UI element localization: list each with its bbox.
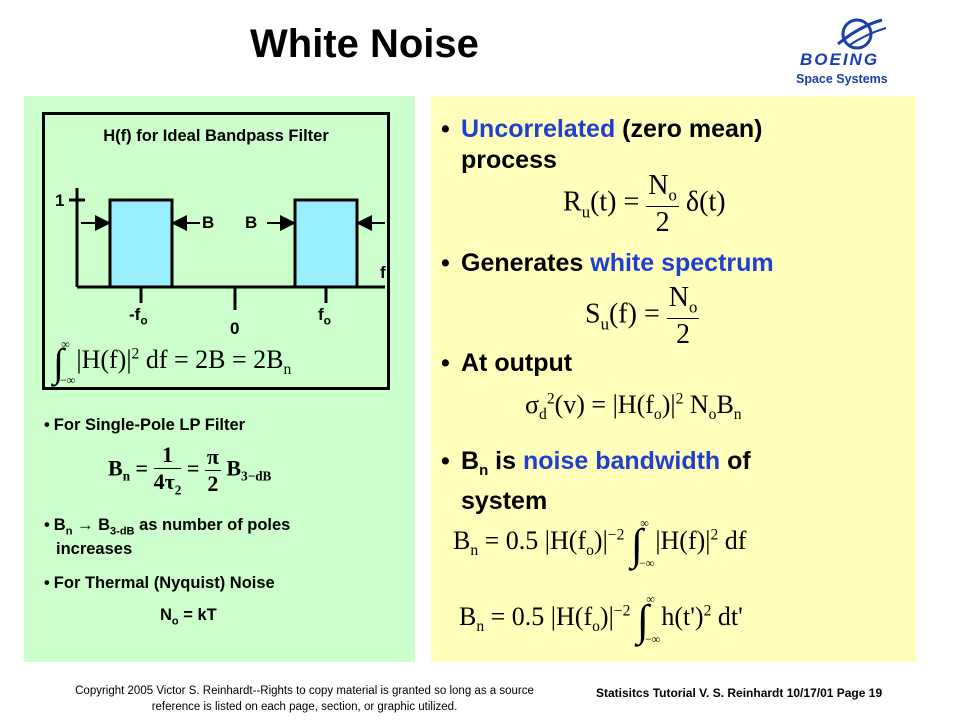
bandwidth-label-left: B — [202, 213, 215, 232]
left-bullet-3: •For Thermal (Nyquist) Noise — [44, 574, 275, 592]
tutorial-page-footer: Statisitcs Tutorial V. S. Reinhardt 10/1… — [596, 686, 883, 700]
left-panel: H(f) for Ideal Bandpass Filter — [24, 96, 415, 662]
logo-wordmark: BOEING — [800, 50, 880, 69]
passband-right — [293, 198, 359, 289]
bn-integral-equation-2: Bn = 0.5 |H(fo)|−2 ∫−∞∞ h(t')2 dt' — [459, 592, 743, 646]
filter-plot — [69, 188, 385, 310]
bn-integral-equation-1: Bn = 0.5 |H(fo)|−2 ∫−∞∞ |H(f)|2 df — [453, 516, 747, 570]
boeing-logo-icon — [837, 18, 887, 50]
filter-diagram: H(f) for Ideal Bandpass Filter — [42, 112, 390, 390]
diagram-title: H(f) for Ideal Bandpass Filter — [103, 127, 329, 145]
left-bullet-2-line2: increases — [56, 540, 133, 558]
fo-label: fo — [318, 305, 332, 328]
nyquist-noise-equation: No = kT — [160, 606, 217, 628]
f-axis-label: f — [380, 263, 386, 282]
logo-subtitle: Space Systems — [796, 72, 888, 86]
right-bullet-3: •At output — [441, 349, 573, 377]
right-bullet-1: •Uncorrelated (zero mean) process — [441, 115, 763, 174]
right-panel: •Uncorrelated (zero mean) process Ru(t) … — [431, 96, 916, 662]
noise-bandwidth-integral: ∫−∞∞ |H(f)|2 df = 2B = 2Bn — [53, 337, 292, 387]
slide-title: White Noise — [250, 22, 479, 66]
left-bullet-1: •For Single-Pole LP Filter — [44, 416, 246, 434]
right-bullet-4: •Bn is noise bandwidth of system — [441, 447, 751, 515]
zero-label: 0 — [230, 319, 240, 338]
boeing-logo: BOEING Space Systems — [790, 14, 920, 89]
left-bullet-2: •Bn → B3-dB as number of poles — [44, 516, 291, 538]
neg-fo-label: -fo — [129, 305, 148, 328]
y-tick-label: 1 — [55, 191, 65, 210]
copyright-notice: Copyright 2005 Victor S. Reinhardt--Righ… — [75, 685, 534, 713]
passband-left — [108, 198, 174, 289]
right-bullet-2: •Generates white spectrum — [441, 249, 774, 277]
bandwidth-label-right: B — [245, 213, 258, 232]
output-variance-equation: σd2(v) = |H(fo)|2 NoBn — [525, 390, 742, 424]
